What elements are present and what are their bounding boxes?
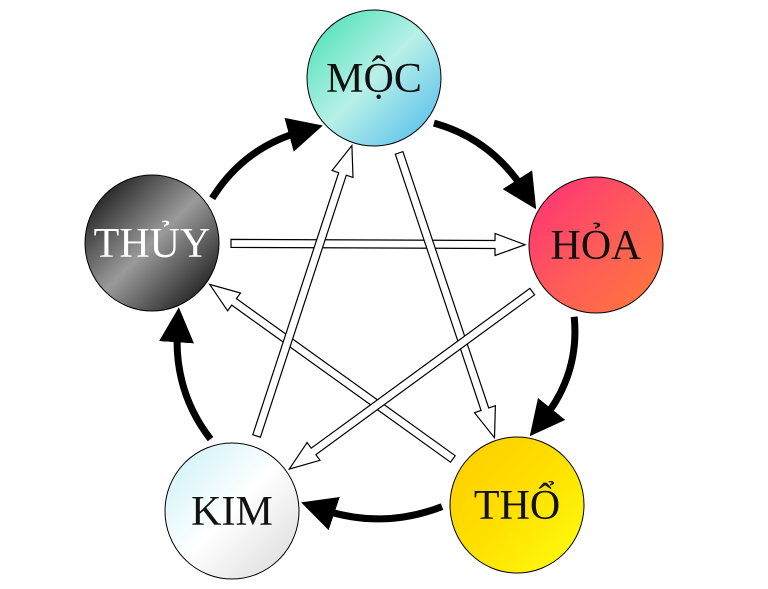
generating-arrow-kim-to-thuy <box>159 307 214 442</box>
element-hoa: HỎA <box>528 176 664 314</box>
element-kim-circle <box>164 442 300 580</box>
element-tho-circle <box>449 436 585 574</box>
overcoming-arrows <box>208 143 536 471</box>
element-kim-label: KIM <box>191 489 273 535</box>
generating-arrow-tho-to-kim <box>301 497 444 531</box>
overcoming-arrow-tho-to-thuy <box>208 283 457 464</box>
element-hoa-circle <box>528 176 664 314</box>
element-thuy-circle <box>84 174 220 312</box>
element-moc: MỘC <box>306 9 442 147</box>
element-thuy-label: THỦY <box>94 220 211 267</box>
element-moc-circle <box>306 9 442 147</box>
generating-arrow-hoa-to-tho <box>529 316 579 437</box>
element-nodes: MỘC HỎA THỔ KIM THỦY <box>84 9 664 580</box>
element-tho-label: THỔ <box>474 481 560 529</box>
generating-arrows <box>159 117 579 531</box>
overcoming-arrow-moc-to-tho <box>394 150 497 440</box>
overcoming-arrow-thuy-to-hoa <box>230 232 527 257</box>
element-tho: THỔ <box>449 436 585 574</box>
element-thuy: THỦY <box>84 174 220 312</box>
overcoming-arrow-hoa-to-kim <box>287 287 536 471</box>
overcoming-arrow-kim-to-moc <box>252 143 354 438</box>
generating-arrow-thuy-to-moc <box>209 117 323 201</box>
generating-arrow-moc-to-hoa <box>433 119 537 210</box>
element-hoa-label: HỎA <box>551 222 643 269</box>
element-kim: KIM <box>164 442 300 580</box>
element-moc-label: MỘC <box>326 55 422 102</box>
